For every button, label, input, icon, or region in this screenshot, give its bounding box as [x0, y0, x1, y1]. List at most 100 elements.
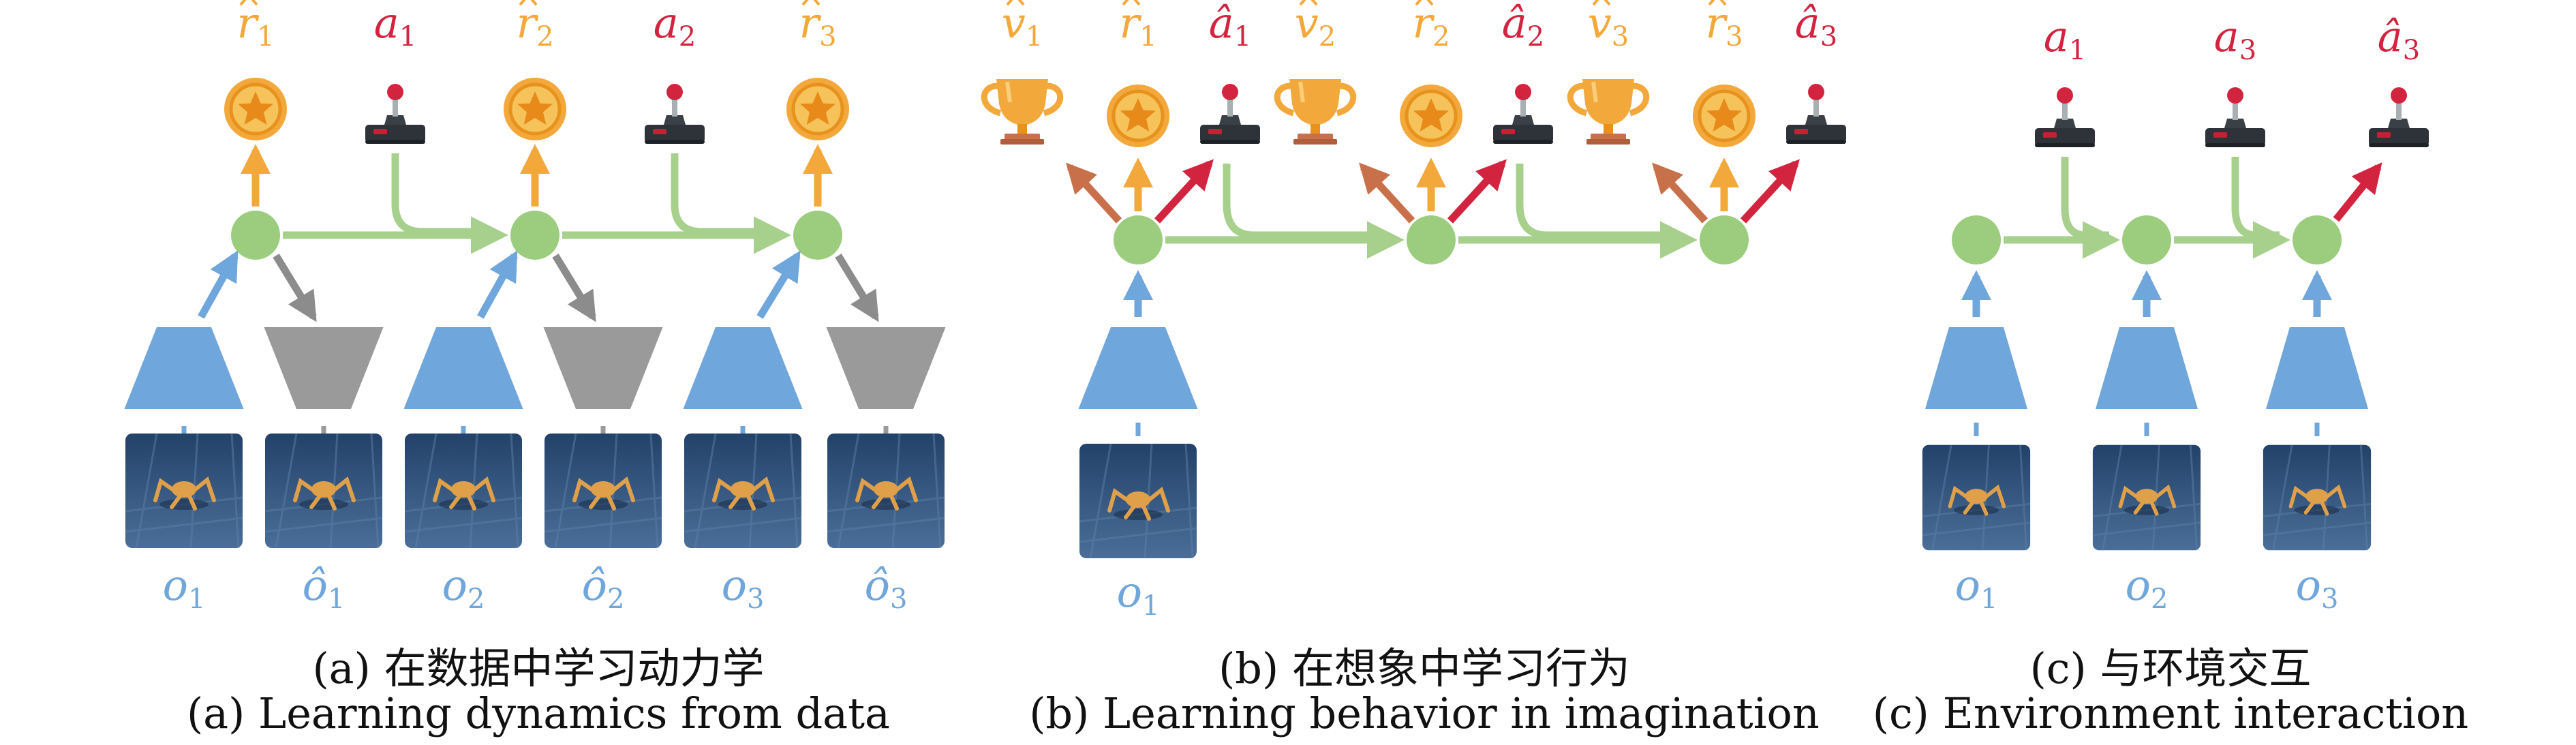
joystick-icon — [645, 84, 705, 144]
latent-state-node — [510, 211, 559, 260]
trophy-icon — [984, 79, 1060, 145]
action-arrow — [1740, 159, 1800, 224]
value-label-hat — [1299, 0, 1318, 6]
joystick-icon — [2205, 87, 2265, 147]
observation-label: o3 — [722, 560, 765, 615]
value-arrow — [1066, 162, 1122, 224]
action-arrow — [2333, 162, 2382, 222]
observation-label: o2 — [442, 560, 485, 615]
star-coin-icon — [504, 78, 566, 140]
encoder-trapezoid — [1925, 327, 2027, 409]
action-label: â3 — [2378, 12, 2420, 66]
observation-label: ô1 — [303, 560, 346, 615]
latent-state-node — [2122, 215, 2171, 264]
caption-c-chinese: (c) 与环境交互 — [2029, 643, 2312, 693]
action-arrow — [1154, 159, 1214, 224]
action-label: a1 — [2044, 12, 2086, 66]
observation-label: o1 — [1117, 567, 1160, 622]
action-arrow — [1447, 159, 1507, 224]
robot-ant-frame-icon — [1079, 444, 1197, 558]
decode-arrow — [835, 254, 879, 322]
joystick-icon — [1493, 84, 1553, 144]
decode-arrow — [273, 254, 317, 322]
caption-b-english: (b) Learning behavior in imagination — [1029, 688, 1820, 738]
action-input-path — [391, 153, 487, 236]
joystick-icon — [1786, 84, 1846, 144]
value-label: v2 — [1295, 0, 1336, 52]
robot-ant-frame-icon — [684, 434, 801, 548]
reward-label-hat — [239, 0, 258, 6]
star-coin-icon — [786, 78, 849, 140]
encoder-trapezoid — [403, 327, 523, 409]
encode-arrow — [477, 250, 518, 319]
robot-ant-frame-icon — [405, 434, 522, 548]
panel-c-environment-interaction — [1922, 87, 2429, 550]
encoder-trapezoid — [2266, 327, 2368, 409]
joystick-icon — [365, 84, 425, 144]
caption-a-english: (a) Learning dynamics from data — [186, 688, 891, 738]
robot-ant-frame-icon — [1922, 445, 2030, 551]
robot-ant-frame-icon — [265, 434, 382, 548]
value-arrow — [1652, 162, 1708, 224]
latent-state-node — [1700, 215, 1749, 264]
observation-label: o2 — [2126, 560, 2168, 615]
reward-label-hat — [519, 0, 538, 6]
encoder-trapezoid — [2096, 327, 2198, 409]
joystick-icon — [2035, 87, 2095, 147]
reward-label: r1 — [236, 0, 274, 52]
reward-label-hat — [1708, 0, 1727, 6]
reward-label-hat — [1122, 0, 1141, 6]
encoder-trapezoid — [683, 327, 803, 409]
action-feed-path — [2231, 157, 2280, 239]
action-label: a2 — [654, 0, 696, 52]
decode-arrow — [552, 254, 596, 322]
robot-ant-frame-icon — [125, 434, 243, 548]
decoder-trapezoid — [826, 327, 946, 409]
action-label: a3 — [2214, 12, 2256, 66]
value-arrow — [1359, 162, 1415, 224]
action-input-path — [671, 153, 770, 236]
action-feed-path — [1223, 164, 1383, 239]
star-coin-icon — [224, 78, 287, 140]
robot-ant-frame-icon — [827, 434, 945, 548]
reward-label: r3 — [1705, 0, 1743, 52]
star-coin-icon — [1693, 85, 1755, 147]
trophy-icon — [1277, 79, 1353, 145]
value-label-hat — [1006, 0, 1025, 6]
reward-label: r2 — [1412, 0, 1450, 52]
value-label: v3 — [1588, 0, 1629, 52]
robot-ant-frame-icon — [545, 434, 662, 548]
encoder-trapezoid — [1078, 327, 1198, 409]
action-label: â3 — [1795, 0, 1837, 52]
panel-a-learning-dynamics — [125, 78, 946, 548]
action-label: â2 — [1502, 0, 1544, 52]
latent-state-node — [793, 211, 842, 260]
value-label: v1 — [1002, 0, 1043, 52]
star-coin-icon — [1107, 85, 1169, 147]
observation-label: ô2 — [582, 560, 625, 615]
reward-label-hat — [1415, 0, 1434, 6]
action-feed-path — [2061, 157, 2109, 239]
observation-label: o1 — [163, 560, 206, 615]
action-label: a1 — [374, 0, 416, 52]
encode-arrow — [756, 250, 801, 319]
caption-c-english: (c) Environment interaction — [1872, 688, 2469, 738]
action-feed-path — [1516, 164, 1676, 239]
decoder-trapezoid — [543, 327, 663, 409]
latent-state-node — [231, 211, 280, 260]
latent-state-node — [1952, 215, 2001, 264]
joystick-icon — [2369, 87, 2429, 147]
observation-label: o3 — [2296, 560, 2339, 615]
reward-label: r1 — [1119, 0, 1156, 52]
panel-b-learning-behavior — [984, 79, 1846, 558]
observation-label: o1 — [1955, 560, 1998, 615]
latent-state-node — [1114, 215, 1163, 264]
encode-arrow — [198, 250, 239, 319]
robot-ant-frame-icon — [2093, 445, 2201, 551]
caption-a-chinese: (a) 在数据中学习动力学 — [312, 643, 765, 693]
value-label-hat — [1592, 0, 1611, 6]
latent-state-node — [2293, 215, 2342, 264]
reward-label: r3 — [799, 0, 836, 52]
caption-b-chinese: (b) 在想象中学习行为 — [1218, 643, 1630, 693]
